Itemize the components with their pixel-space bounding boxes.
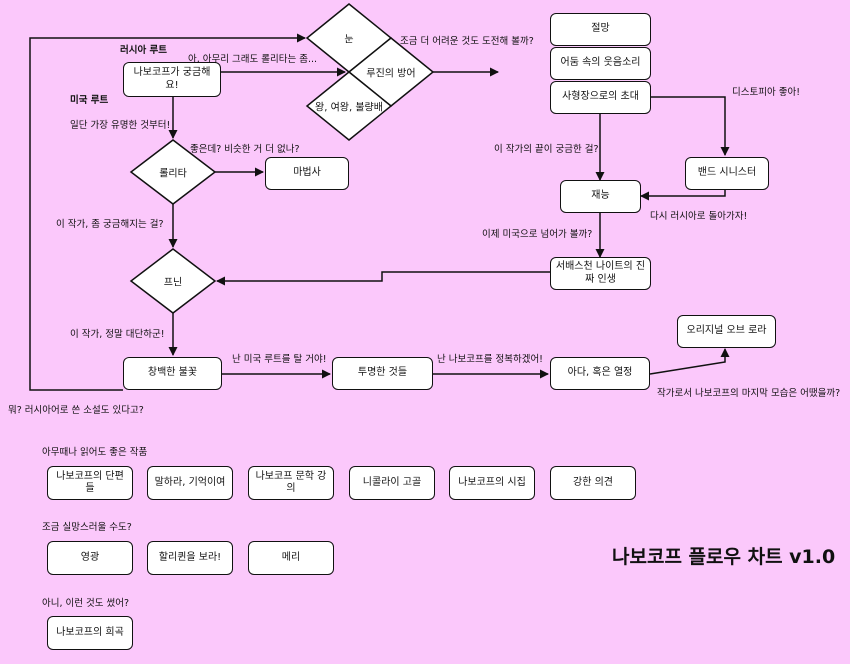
node-transparent: 투명한 것들 (332, 357, 433, 390)
label-dystopia: 디스토피아 좋아! (732, 87, 801, 98)
node-gift: 재능 (560, 180, 641, 213)
list-item: 나보코프의 희곡 (47, 616, 133, 650)
node-start: 나보코프가 궁금해요! (123, 62, 221, 97)
label-conquer: 난 나보코프를 정복하겠어! (437, 354, 543, 365)
node-pale-fire: 창백한 불꽃 (123, 357, 222, 390)
section-heading: 아니, 이런 것도 썼어? (42, 598, 130, 609)
node-knight: 서배스천 나이트의 진짜 인생 (550, 257, 651, 290)
node-snow: 눈 (344, 34, 354, 46)
label-america-route: 미국 루트 (70, 95, 109, 106)
node-laughter: 어둠 속의 웃음소리 (550, 47, 651, 80)
node-laura: 오리지널 오브 로라 (677, 315, 776, 348)
list-item: 강한 의견 (550, 466, 636, 500)
label-russia-route: 러시아 루트 (120, 45, 168, 56)
label-end-curious: 이 작가의 끝이 궁금한 걸? (494, 144, 599, 155)
list-item: 말하라, 기억이여 (147, 466, 233, 500)
label-nope-lolita: 아, 아무리 그래도 롤리타는 좀... (188, 54, 318, 65)
node-magician: 마법사 (265, 157, 349, 190)
list-item: 니콜라이 고골 (349, 466, 435, 500)
list-item: 나보코프의 단편들 (47, 466, 133, 500)
node-invitation: 사형장으로의 초대 (550, 81, 651, 114)
list-item: 나보코프의 시집 (449, 466, 535, 500)
label-american-route: 난 미국 루트를 탈 거야! (232, 354, 327, 365)
label-to-america: 이제 미국으로 넘어가 볼까? (482, 229, 593, 240)
list-item: 할리퀸을 보라! (147, 541, 233, 575)
chart-title: 나보코프 플로우 차트 v1.0 (612, 546, 836, 568)
label-back-russia: 다시 러시아로 돌아가자! (650, 211, 748, 222)
label-harder: 조금 더 어려운 것도 도전해 볼까? (400, 36, 534, 47)
label-famous-first: 일단 가장 유명한 것부터! (70, 120, 171, 131)
node-king: 왕, 여왕, 불량배 (315, 102, 383, 114)
section-heading: 아무때나 읽어도 좋은 작품 (42, 447, 148, 458)
node-bend: 밴드 시니스터 (685, 157, 769, 190)
section-heading: 조금 실망스러울 수도? (42, 522, 132, 533)
list-item: 나보코프 문학 강의 (248, 466, 334, 500)
label-great: 이 작가, 정말 대단하군! (70, 329, 165, 340)
label-similar: 좋은데? 비슷한 거 더 없나? (190, 144, 300, 155)
node-despair: 절망 (550, 13, 651, 46)
label-curious: 이 작가, 좀 궁금해지는 걸? (56, 219, 164, 230)
node-lolita: 롤리타 (159, 168, 187, 180)
label-russian-novel: 뭐? 러시아어로 쓴 소설도 있다고? (8, 405, 144, 416)
node-pnin: 프닌 (163, 277, 183, 289)
list-item: 영광 (47, 541, 133, 575)
king-diamond (305, 71, 393, 141)
node-ada: 아다, 혹은 열정 (550, 357, 650, 390)
node-luzhin: 루진의 방어 (366, 68, 416, 80)
list-item: 메리 (248, 541, 334, 575)
label-last-form: 작가로서 나보코프의 마지막 모습은 어땠을까? (657, 388, 841, 399)
